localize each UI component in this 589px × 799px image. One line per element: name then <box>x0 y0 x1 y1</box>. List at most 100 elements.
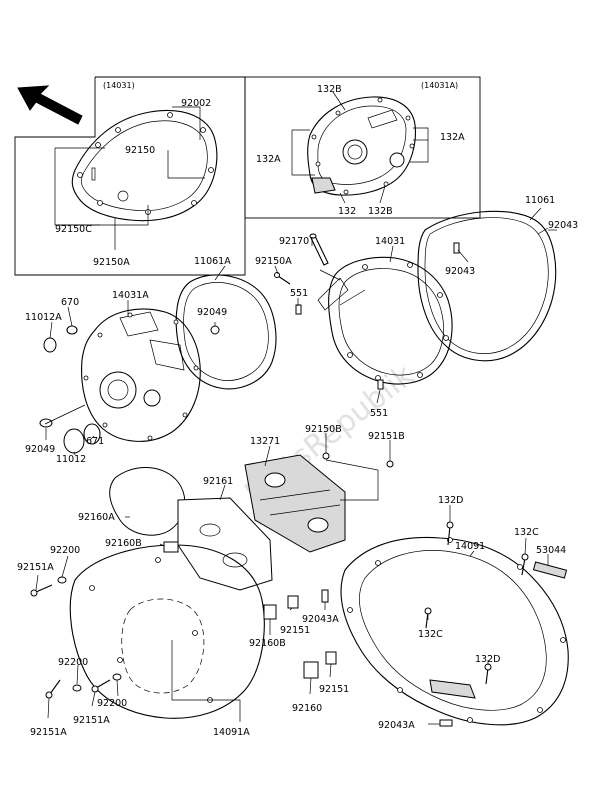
plate-92160A <box>109 466 186 536</box>
bolt-head-132D-upper <box>446 521 454 529</box>
label-11012A: 11012A <box>25 312 62 323</box>
spacer-92160B-upper <box>163 541 179 553</box>
label-92150: 92150 <box>125 145 155 156</box>
bolt-head-92150A <box>274 272 280 278</box>
cap-11012 <box>63 428 85 454</box>
inset-left-ref: (14031) <box>103 81 135 90</box>
label-92151A-lower: 92151A <box>30 727 67 738</box>
oring-671 <box>83 423 101 445</box>
label-551-upper: 551 <box>290 288 308 299</box>
clutch-cover-small <box>71 109 218 222</box>
label-92043A-lower: 92043A <box>378 720 415 731</box>
bolt-92150B <box>322 452 330 460</box>
bolt-92150A <box>277 275 291 285</box>
pin-53044 <box>532 561 568 579</box>
gasket-11061 <box>417 210 557 362</box>
guard-13271 <box>244 454 346 553</box>
inset-left-leaders <box>54 106 205 250</box>
label-92200-middle: 92200 <box>58 657 88 668</box>
dowel-551-lower <box>377 379 384 390</box>
bolt-head-92151A-3 <box>91 685 99 693</box>
bolt-head-92151A-2 <box>45 691 53 699</box>
gasket-11061A <box>175 274 277 390</box>
dowel-92043A-lower <box>439 719 453 727</box>
shield-92161 <box>177 497 273 591</box>
inset-right-leaders <box>291 91 429 204</box>
bolt-132C-upper <box>521 557 526 576</box>
label-132D-upper: 132D <box>438 495 463 506</box>
label-92151B: 92151B <box>368 431 405 442</box>
label-92043-right: 92043 <box>548 220 578 231</box>
inset-left: (14031) 92002 92150 92150C <box>14 76 246 276</box>
label-92049-left: 92049 <box>25 444 55 455</box>
label-14031: 14031 <box>375 236 405 247</box>
dowel-551-upper <box>295 304 302 315</box>
label-14031A: 14031A <box>112 290 149 301</box>
label-92161: 92161 <box>203 476 233 487</box>
bolt-head-132C-lower <box>424 607 432 615</box>
outer-cover-small <box>307 96 416 196</box>
inset-right-frame <box>244 76 481 219</box>
label-92150A: 92150A <box>255 256 292 267</box>
label-92200-lower: 92200 <box>97 698 127 709</box>
label-92150C: 92150C <box>55 224 92 235</box>
label-132B-bottom: 132B <box>368 206 393 217</box>
label-92160: 92160 <box>292 703 322 714</box>
label-92160A: 92160A <box>78 512 115 523</box>
bolt-132D-upper <box>447 525 451 546</box>
collar-92151 <box>287 595 299 609</box>
callout-labels: 92170 14031 11061 92043 11061A 92150A 92… <box>17 195 578 738</box>
label-132A-left: 132A <box>256 154 281 165</box>
label-92049-center: 92049 <box>197 307 227 318</box>
label-92151A-upper: 92151A <box>17 562 54 573</box>
washer-92200-1 <box>57 576 67 584</box>
label-92160B-lower: 92160B <box>249 638 286 649</box>
label-132B-top: 132B <box>317 84 342 95</box>
label-13271: 13271 <box>250 436 280 447</box>
inset-right-ref: (14031A) <box>421 81 458 90</box>
inset-right: (14031A) 132B 132A 132A 1 <box>244 76 481 219</box>
bolt-92151A-2 <box>49 679 61 695</box>
label-92043A-upper: 92043A <box>302 614 339 625</box>
bolt-92151A-1 <box>35 584 53 593</box>
plug-11012A <box>43 337 57 353</box>
label-92170: 92170 <box>279 236 309 247</box>
cover-14031A <box>81 308 201 442</box>
label-92151A-middle: 92151A <box>73 715 110 726</box>
bolt-132D-lower <box>485 667 489 685</box>
cover-14031 <box>317 256 453 385</box>
label-132A-right: 132A <box>440 132 465 143</box>
label-132C-upper: 132C <box>514 527 539 538</box>
oring-670 <box>66 325 78 335</box>
front-direction-arrow-icon <box>17 85 83 125</box>
bolt-head-132C-upper <box>521 553 529 561</box>
bolt-92151A-3 <box>95 679 111 689</box>
label-92002: 92002 <box>181 98 211 109</box>
label-92160B-upper: 92160B <box>105 538 142 549</box>
label-14091: 14091 <box>455 541 485 552</box>
dowel-92043A-upper <box>321 589 329 603</box>
bolt-92170 <box>309 233 329 266</box>
label-92150A: 92150A <box>93 257 130 268</box>
label-132C-lower: 132C <box>418 629 443 640</box>
bolt-92151B <box>386 460 394 468</box>
label-551-lower: 551 <box>370 408 388 419</box>
washer-92200-2 <box>72 684 82 692</box>
label-92151-lower: 92151 <box>319 684 349 695</box>
label-92151-middle: 92151 <box>280 625 310 636</box>
label-670: 670 <box>61 297 79 308</box>
bolt-head-92151A-1 <box>30 589 38 597</box>
spacer-92160B-lower <box>263 604 277 620</box>
collar-92151-lower <box>325 651 337 665</box>
label-671: 671 <box>86 436 104 447</box>
label-132D-lower: 132D <box>475 654 500 665</box>
washer-92200-3 <box>112 673 122 681</box>
main-leaders <box>35 207 557 725</box>
label-14091A: 14091A <box>213 727 250 738</box>
cover-14091 <box>340 536 569 726</box>
label-11061: 11061 <box>525 195 555 206</box>
spacer-92160 <box>303 661 319 679</box>
label-11012: 11012 <box>56 454 86 465</box>
washer-92049-left <box>39 418 53 428</box>
